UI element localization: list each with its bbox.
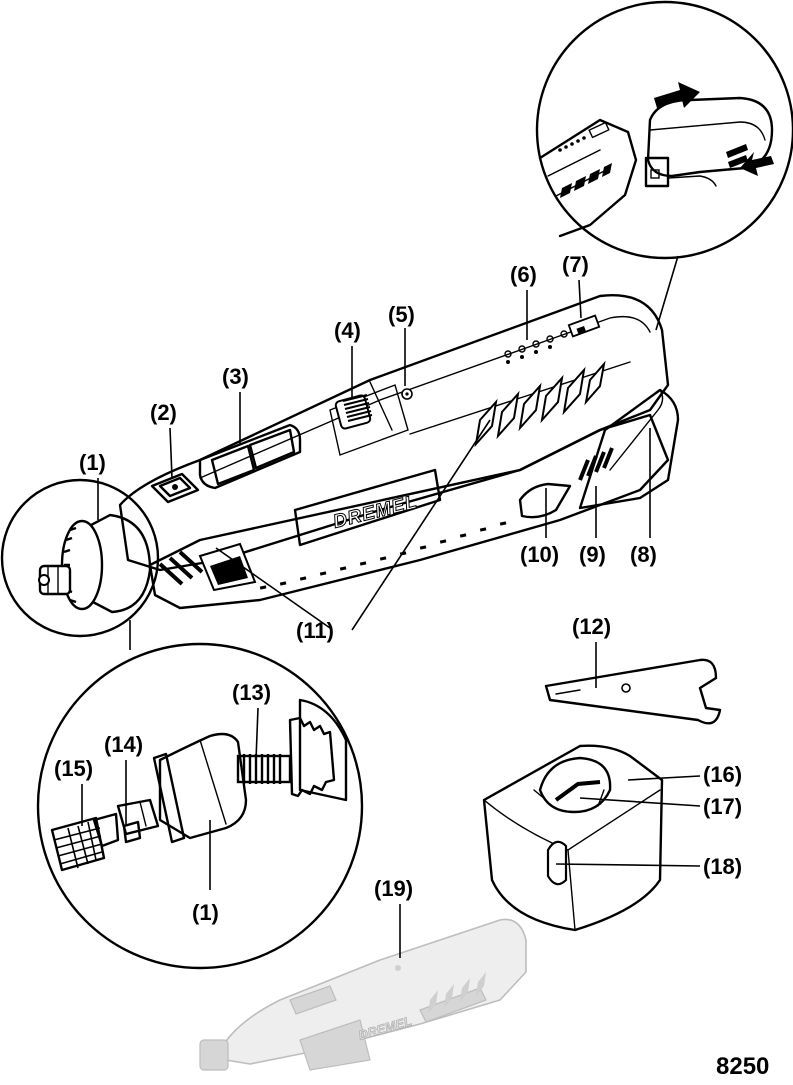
- on-off-switch: [198, 423, 302, 490]
- collet-wrench: [544, 658, 722, 725]
- ventilation-slots: [474, 360, 606, 448]
- callout-labels: (1) (2) (3) (4) (5) (6) (7) (10) (9) (8)…: [54, 252, 742, 925]
- charging-stand: [482, 744, 664, 932]
- battery-symbol: [567, 314, 601, 338]
- label-4: (4): [334, 318, 361, 343]
- leader-lines: [81, 279, 701, 958]
- label-14: (14): [104, 732, 143, 757]
- slide-direction-arrow: [654, 82, 700, 108]
- label-8: (8): [630, 542, 657, 567]
- label-18: (18): [703, 854, 742, 879]
- charger-led: [546, 840, 568, 886]
- inset-vent-slots: [560, 163, 612, 198]
- charger-contacts: [554, 780, 601, 802]
- label-7: (7): [562, 252, 589, 277]
- label-3: (3): [222, 364, 249, 389]
- nose-cap-threads: [288, 698, 348, 802]
- nose-cap-part: [152, 732, 248, 844]
- indicator-light: [401, 388, 413, 400]
- nose-detail-inset: [0, 478, 160, 650]
- inset-charge-indicator: [558, 121, 610, 152]
- label-11: (11): [296, 618, 334, 643]
- collet-detail-inset: [36, 642, 364, 970]
- label-5: (5): [388, 302, 415, 327]
- speed-control-dial: [334, 394, 373, 430]
- battery-end-cap: [578, 388, 680, 510]
- battery-release-button: [518, 482, 572, 519]
- tool-on-charger-ghost: DREMEL: [199, 918, 527, 1071]
- label-17: (17): [703, 794, 742, 819]
- label-2: (2): [150, 400, 177, 425]
- collet-part: [116, 798, 160, 844]
- label-10: (10): [520, 542, 559, 567]
- grip-texture-dots: [259, 521, 507, 590]
- charge-indicator-leds: [504, 330, 568, 364]
- label-15: (15): [54, 756, 93, 781]
- collet-nut-part: [50, 812, 120, 872]
- side-vents: [578, 447, 614, 481]
- figure-code: 8250: [716, 1053, 769, 1080]
- label-16: (16): [703, 762, 742, 787]
- tool-housing: [118, 294, 670, 572]
- label-1-bottom: (1): [192, 900, 219, 925]
- label-19: (19): [374, 876, 413, 901]
- label-12: (12): [572, 614, 611, 639]
- label-6: (6): [510, 262, 537, 287]
- shaft-thread: [236, 754, 292, 784]
- collet-nut-ring: [60, 519, 104, 611]
- battery-detail-inset: [535, 0, 793, 331]
- brand-logo: DREMEL: [331, 492, 420, 533]
- label-13: (13): [232, 680, 271, 705]
- label-9: (9): [579, 542, 606, 567]
- release-button-arrow: [740, 152, 774, 176]
- label-1-top: (1): [79, 450, 106, 475]
